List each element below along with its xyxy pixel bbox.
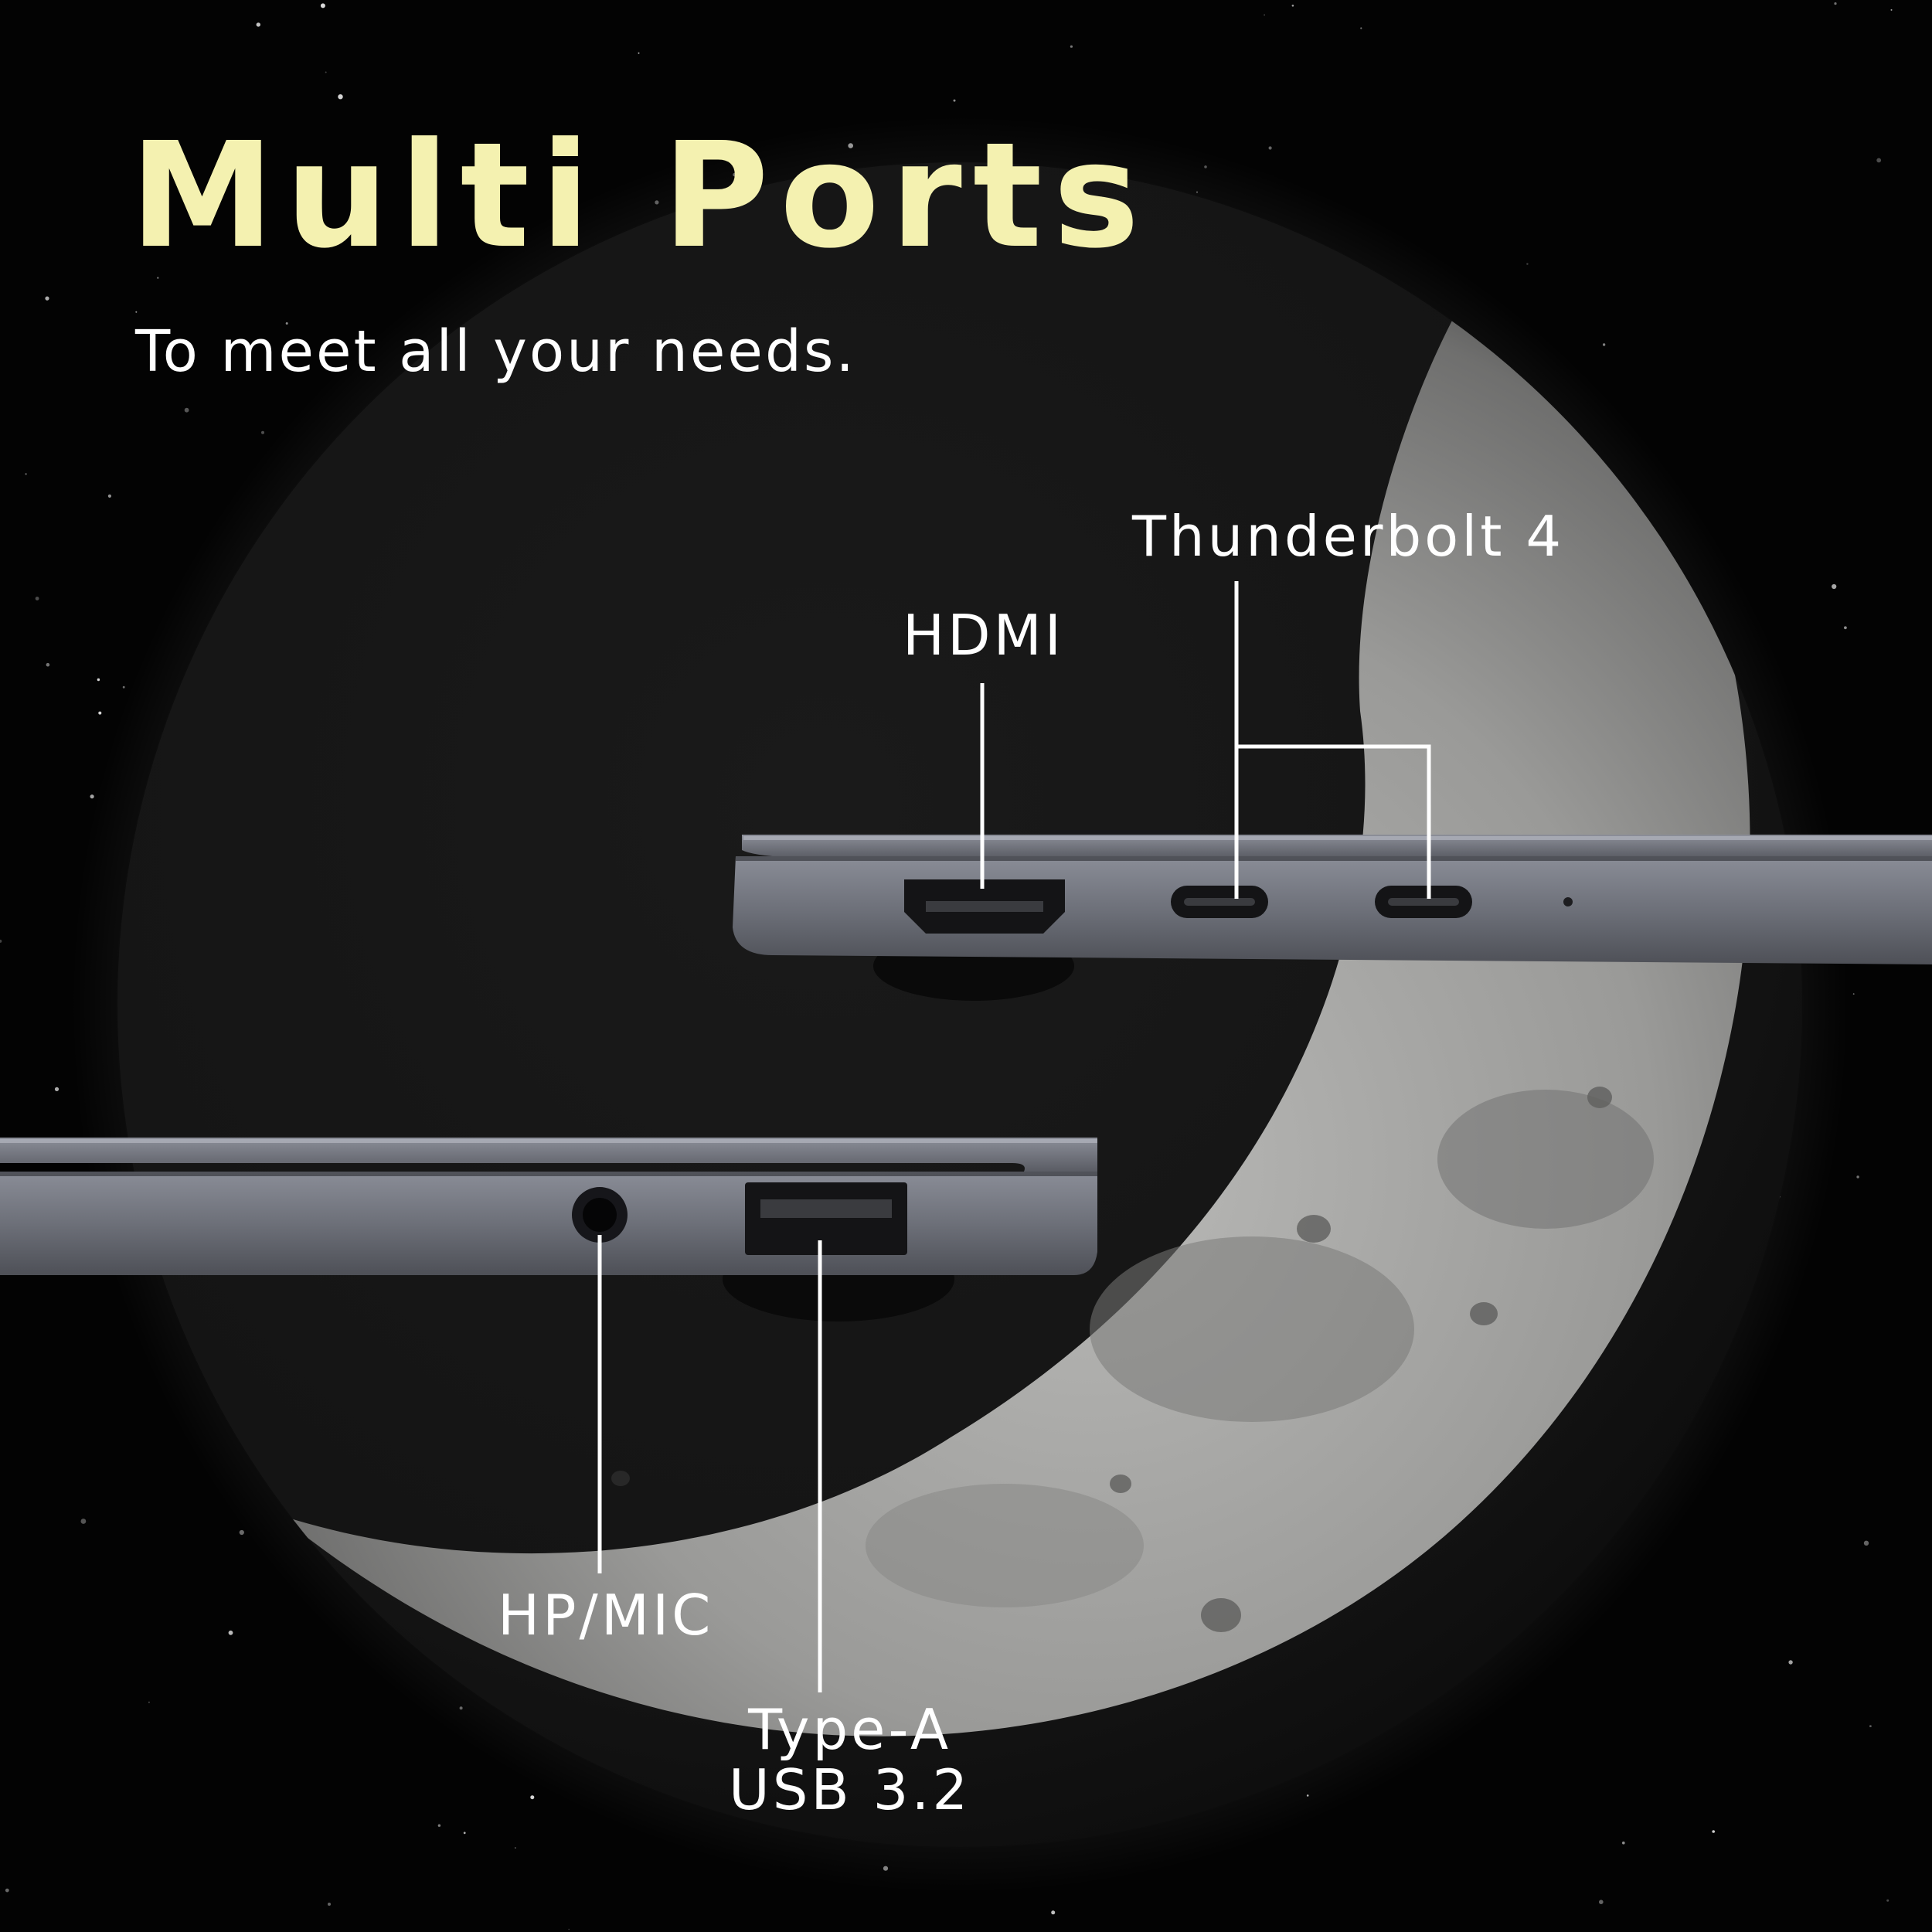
star <box>135 311 138 313</box>
star <box>1264 14 1265 16</box>
star <box>1360 27 1362 29</box>
star <box>25 473 27 475</box>
star <box>46 662 50 667</box>
star <box>1863 1540 1869 1546</box>
star <box>530 1795 535 1800</box>
laptop-left-side <box>0 1138 1097 1321</box>
star <box>1788 1660 1793 1665</box>
star <box>568 1928 570 1930</box>
star <box>325 71 327 73</box>
thunderbolt-branch-line <box>1236 744 1431 899</box>
page-title: Multi Ports <box>130 111 1151 281</box>
laptop-right-side <box>733 835 1932 1001</box>
hdmi-port <box>904 879 1065 934</box>
star <box>0 939 2 943</box>
usb-label-line-1: Type-A <box>748 1697 952 1762</box>
star <box>256 22 260 27</box>
star <box>953 99 956 102</box>
usb-label: Type-A USB 3.2 <box>729 1697 971 1822</box>
star <box>54 1087 60 1091</box>
star <box>338 94 343 100</box>
star <box>1291 5 1294 7</box>
star <box>80 1519 87 1524</box>
star <box>1599 1900 1604 1904</box>
star <box>239 1529 244 1536</box>
star <box>1526 263 1529 265</box>
star <box>1856 1175 1859 1179</box>
star <box>1890 9 1893 11</box>
star <box>1876 158 1882 163</box>
star <box>1070 45 1073 48</box>
star <box>107 494 111 498</box>
moon-illustration <box>71 116 1849 1893</box>
star <box>463 1832 466 1835</box>
star <box>90 794 94 799</box>
page-subtitle: To meet all your needs. <box>135 318 857 385</box>
usb-label-line-2: USB 3.2 <box>729 1757 971 1822</box>
star <box>228 1630 233 1635</box>
star <box>285 322 288 325</box>
star <box>437 1824 441 1827</box>
star <box>1844 626 1847 630</box>
usb-a-port <box>745 1182 907 1255</box>
star <box>1602 343 1606 346</box>
thunderbolt-label: Thunderbolt 4 <box>1132 504 1565 569</box>
star <box>122 685 125 689</box>
hp-mic-label: HP/MIC <box>498 1583 714 1648</box>
star <box>45 296 49 301</box>
star <box>1622 1841 1625 1845</box>
star <box>328 1903 331 1906</box>
hdmi-label: HDMI <box>903 603 1064 668</box>
star <box>1886 1899 1889 1902</box>
star <box>157 277 159 279</box>
callout-lines <box>597 581 1431 1692</box>
star <box>1268 146 1272 150</box>
star <box>98 711 102 715</box>
star <box>148 1701 150 1703</box>
star <box>1712 1830 1715 1833</box>
star <box>1834 2 1837 5</box>
audio-jack-port <box>572 1187 628 1243</box>
star <box>1051 1910 1056 1915</box>
star <box>5 1888 9 1893</box>
star <box>1852 993 1855 995</box>
star <box>184 407 189 413</box>
star <box>97 678 100 682</box>
star <box>320 3 325 9</box>
status-led-icon <box>1563 897 1573 906</box>
star <box>261 430 264 434</box>
star <box>35 597 39 600</box>
star <box>515 1847 516 1849</box>
star <box>638 52 640 54</box>
star <box>1869 1725 1872 1728</box>
star <box>1832 583 1837 590</box>
